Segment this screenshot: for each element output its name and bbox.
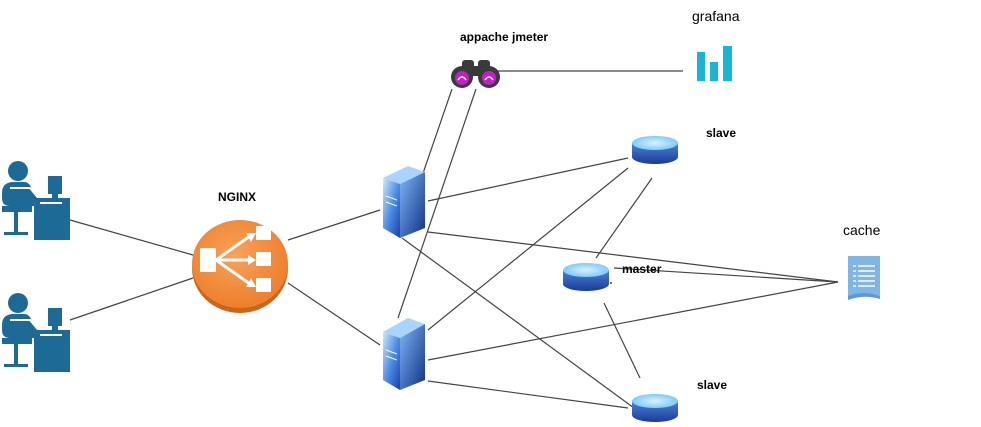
slave-bottom-label: slave [697,378,728,392]
user-icon [2,293,70,372]
edge-server1-slavetop [427,157,629,202]
database-icon [632,136,678,164]
nginx-label: NGINX [218,190,257,204]
master-label: master [622,262,662,276]
edge-server1-slavebottom [401,237,635,409]
user-icon [2,161,70,240]
nginx-load-balancer-icon [192,220,288,313]
server-icon [383,318,425,390]
cache-label: cache [843,222,881,238]
grafana-label: grafana [692,8,740,24]
edge-user1-nginx [69,219,194,256]
jmeter-label: appache jmeter [460,30,549,44]
connections [69,70,839,409]
edge-user2-nginx [69,277,194,321]
edge-server2-slavebottom [427,380,629,409]
edge-jmeter-server1 [419,88,453,183]
edge-master-cache [613,267,839,283]
edge-master-slavetop [595,177,653,259]
edge-nginx-server1 [287,209,381,241]
edge-nginx-server2 [287,282,381,346]
edge-jmeter-server2 [397,88,477,319]
binoculars-icon [451,60,500,88]
edge-server2-cache [427,281,839,361]
edge-server2-slavetop [427,167,629,331]
slave-top-label: slave [706,126,737,140]
edge-server1-cache [427,231,839,283]
document-icon [848,256,880,300]
database-icon [632,394,678,422]
dot-marker [610,282,612,284]
edge-master-slavebottom [603,302,641,379]
bar-chart-icon [697,46,732,81]
database-icon [563,263,609,291]
server-icon [383,166,425,238]
